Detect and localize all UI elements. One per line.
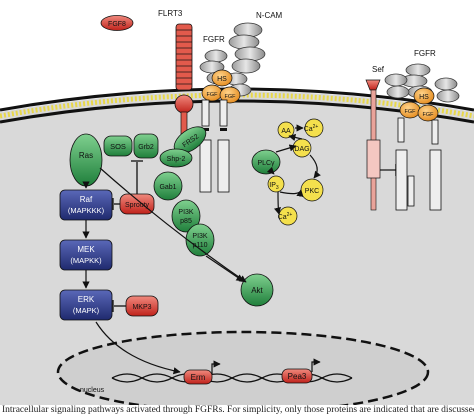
- erk: ERK (MAPK): [59, 289, 113, 321]
- shp2: Shp-2: [159, 148, 193, 168]
- mek: MEK (MAPKK): [59, 239, 113, 271]
- ca-bottom-label: Ca2+: [278, 212, 293, 221]
- fgfr-left-label: FGFR: [203, 35, 225, 44]
- grb2-label: Grb2: [138, 144, 154, 151]
- flrt3-receptor: FLRT3: [158, 9, 194, 137]
- mek-label-1: MEK: [77, 245, 95, 254]
- nucleus-label: nucleus: [80, 387, 105, 394]
- erm-gene: Erm: [183, 360, 221, 385]
- figure-caption: Intracellular signaling pathways activat…: [2, 405, 474, 415]
- second-messengers: AA Ca2+ DAG IP3 PKC Ca2+: [267, 118, 324, 226]
- fgfr-right-label: FGFR: [414, 49, 436, 58]
- raf-label-2: (MAPKKK): [68, 206, 105, 215]
- pea3-gene: Pea3: [281, 358, 321, 384]
- inhibition-lines: [112, 160, 143, 312]
- gab1: Gab1: [153, 171, 183, 201]
- hs-right-label: HS: [419, 94, 429, 101]
- ras-label: Ras: [79, 151, 93, 160]
- pi3k-p110-label-1: PI3K: [192, 233, 208, 240]
- fgf-c-label: FGF: [405, 109, 417, 115]
- pi3k-p85-label-1: PI3K: [178, 209, 194, 216]
- sprouty-label: Sprouty: [125, 202, 150, 209]
- pi3k-p85-label-2: p85: [180, 218, 192, 225]
- cytoplasm-background: [0, 91, 474, 405]
- sos-label: SOS: [110, 142, 126, 151]
- pi3k-p110: PI3K p110: [185, 223, 215, 257]
- fgf-a-label: FGF: [207, 92, 219, 98]
- fgf-d-label: FGF: [423, 112, 435, 118]
- hs-left-label: HS: [217, 76, 227, 83]
- pi3k-p110-label-2: p110: [192, 242, 207, 249]
- akt: Akt: [240, 273, 274, 307]
- ras: Ras: [69, 133, 103, 187]
- fgfr-right-complex: FGFR HS FGF FGF: [384, 49, 460, 211]
- akt-label: Akt: [251, 286, 263, 295]
- pea3-label: Pea3: [288, 372, 307, 381]
- raf-label-1: Raf: [80, 195, 93, 204]
- sprouty: Sprouty: [119, 193, 155, 215]
- dna-strand-2: [111, 373, 353, 383]
- fgf-hs-complex-left: HS FGF FGF: [201, 69, 241, 104]
- plc-label: PLCγ: [257, 160, 275, 167]
- fgf8-ligand: FGF8: [100, 15, 134, 31]
- mek-label-2: (MAPKK): [70, 256, 102, 265]
- ncam-fgfr-complex: N-CAM FGFR HS FGF FGF: [199, 11, 283, 193]
- dag-label: DAG: [294, 146, 309, 153]
- ip3-label: IP3: [269, 182, 279, 191]
- flrt3-label: FLRT3: [158, 9, 183, 18]
- shp2-label: Shp-2: [167, 156, 186, 163]
- mkp3-label: MKP3: [132, 304, 151, 311]
- mkp3: MKP3: [125, 295, 159, 317]
- sef-label: Sef: [372, 65, 385, 74]
- ncam-label: N-CAM: [256, 11, 283, 20]
- fgf8-label: FGF8: [108, 21, 126, 28]
- fgf-signaling-diagram: nucleus Erm Pea3 FGF8 FLRT3: [0, 9, 474, 405]
- fgf-b-label: FGF: [225, 94, 237, 100]
- raf: Raf (MAPKKK): [59, 189, 113, 221]
- fgf-hs-complex-right: HS FGF FGF: [399, 87, 439, 122]
- signaling-arrows: [82, 124, 321, 375]
- sos: SOS: [103, 135, 133, 157]
- erk-label-2: (MAPK): [73, 306, 100, 315]
- aa-label: AA: [281, 128, 291, 135]
- gab1-label: Gab1: [159, 184, 176, 191]
- plc-gamma: PLCγ: [251, 149, 281, 175]
- ca-top-label: Ca2+: [304, 124, 319, 133]
- erk-label-1: ERK: [78, 295, 95, 304]
- pkc-label: PKC: [305, 188, 319, 195]
- grb2: Grb2: [133, 133, 159, 159]
- erm-label: Erm: [191, 373, 206, 382]
- nucleus: nucleus Erm Pea3: [56, 330, 430, 405]
- sef-receptor: Sef: [365, 65, 397, 211]
- pi3k-p85: PI3K p85: [171, 199, 201, 233]
